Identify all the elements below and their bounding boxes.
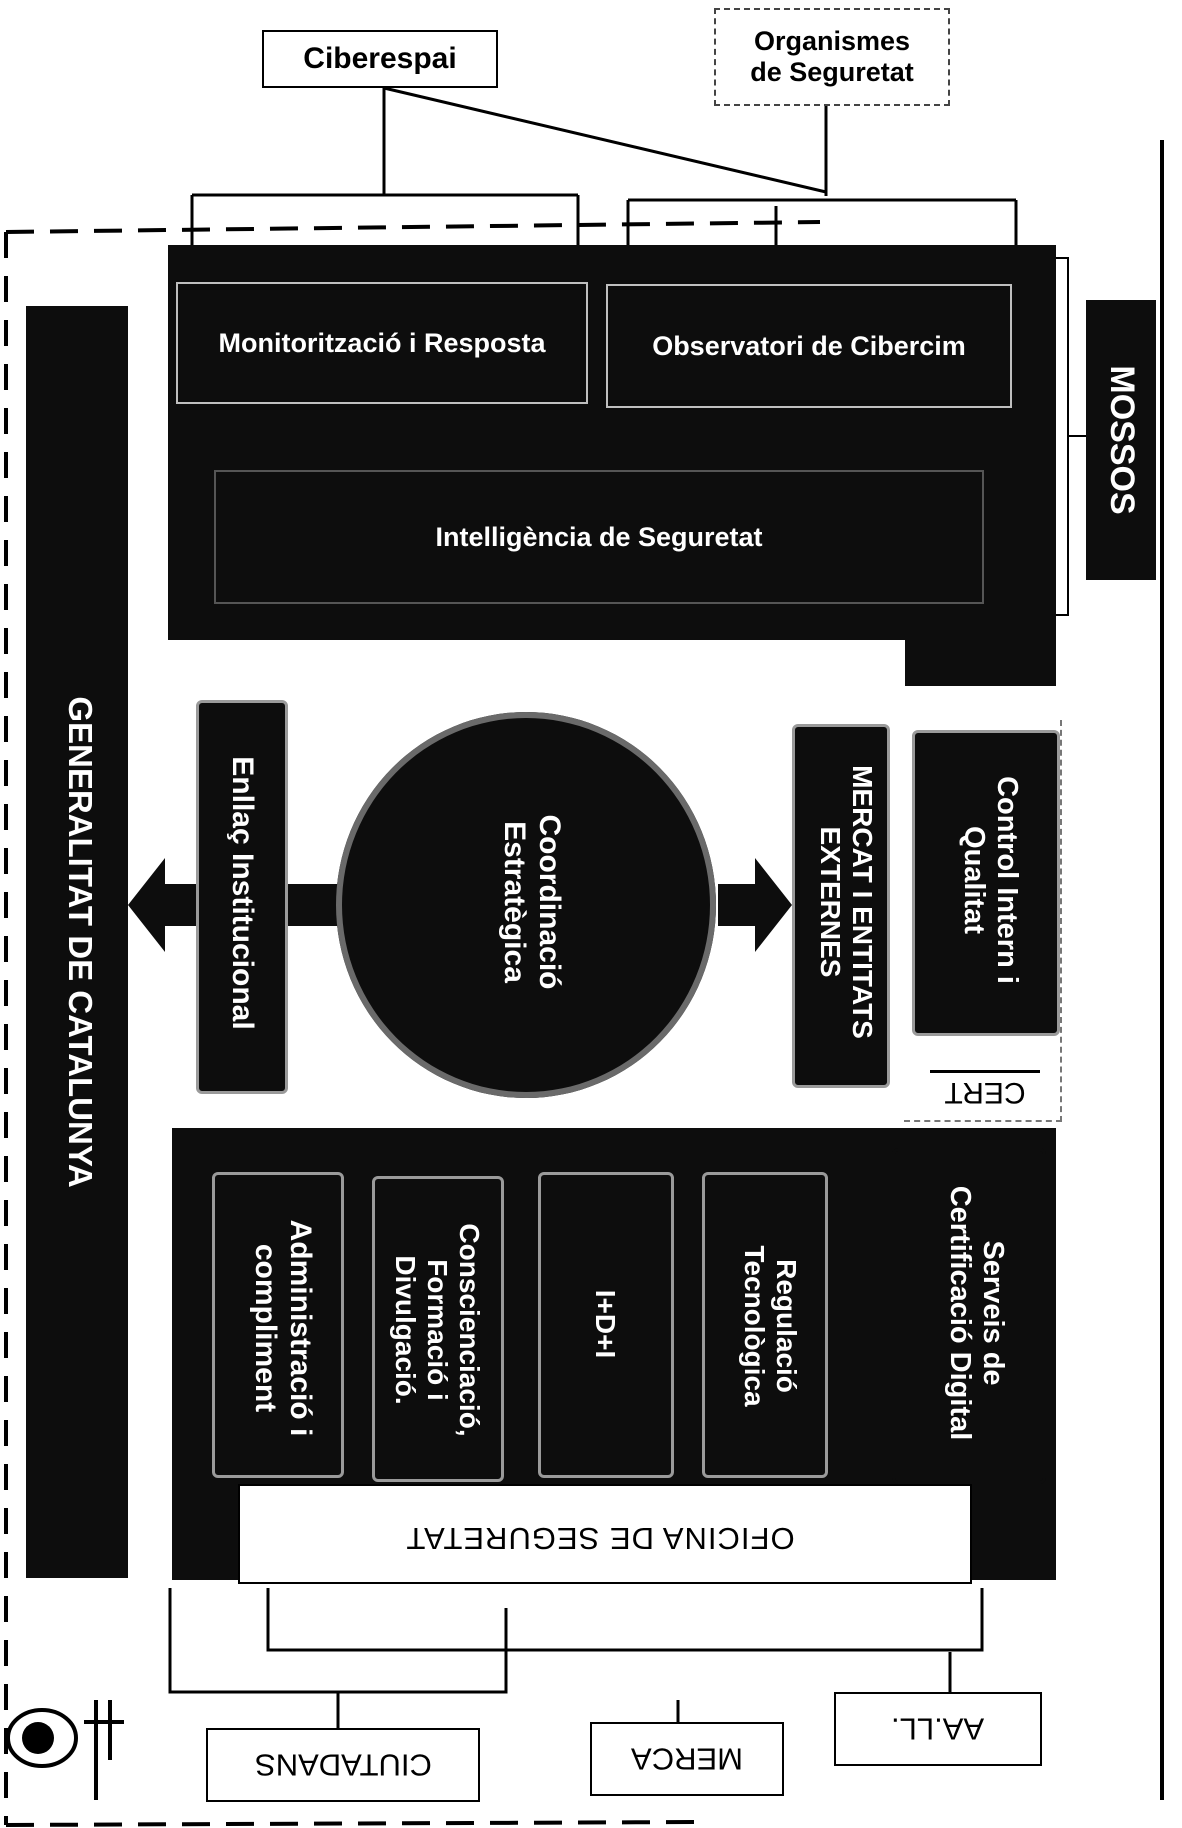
ciberespai-box: Ciberespai: [262, 30, 498, 88]
mercat-entitats-box: [792, 724, 890, 1088]
monitoritzacio-label: Monitorització i Resposta: [218, 327, 546, 358]
unit-idi: [538, 1172, 674, 1478]
coordinacio-estrategica-circle: [336, 712, 716, 1098]
intelligencia-seguretat-box: Intelligència de Seguretat: [214, 470, 984, 604]
generalitat-bar: [26, 306, 128, 1578]
oficina-label-strip: [238, 1484, 972, 1584]
unit-serveis-certificacio: [892, 1148, 1046, 1484]
monitoritzacio-resposta-box: Monitorització i Resposta: [176, 282, 588, 404]
organismes-seguretat-box: Organismes de Seguretat: [714, 8, 950, 106]
enllac-institucional-box: [196, 700, 288, 1094]
observatori-label: Observatori de Cibercim: [652, 330, 966, 361]
aall-box: AA.LL.: [834, 1692, 1042, 1766]
mossos-block: [168, 245, 1056, 640]
ciberespai-label: Ciberespai: [303, 41, 457, 75]
observatori-cibercrim-box: Observatori de Cibercim: [606, 284, 1012, 408]
organismes-label-line2: de Seguretat: [750, 57, 914, 87]
unit-conscienciacio: [372, 1176, 504, 1482]
mossos-block-tail: [905, 630, 1056, 686]
control-intern-box: [912, 730, 1060, 1036]
unit-regulacio-tecnologica: [702, 1172, 828, 1478]
ciutadans-box: CIUTADANS: [206, 1728, 480, 1802]
intelligencia-label: Intelligència de Seguretat: [435, 521, 763, 552]
merca-box: MERCA: [590, 1722, 784, 1796]
organismes-label-line1: Organismes: [753, 25, 911, 56]
cert-box: [904, 720, 1062, 1122]
unit-administracio-compliment: [212, 1172, 344, 1478]
mossos-label-box: [1086, 300, 1156, 580]
